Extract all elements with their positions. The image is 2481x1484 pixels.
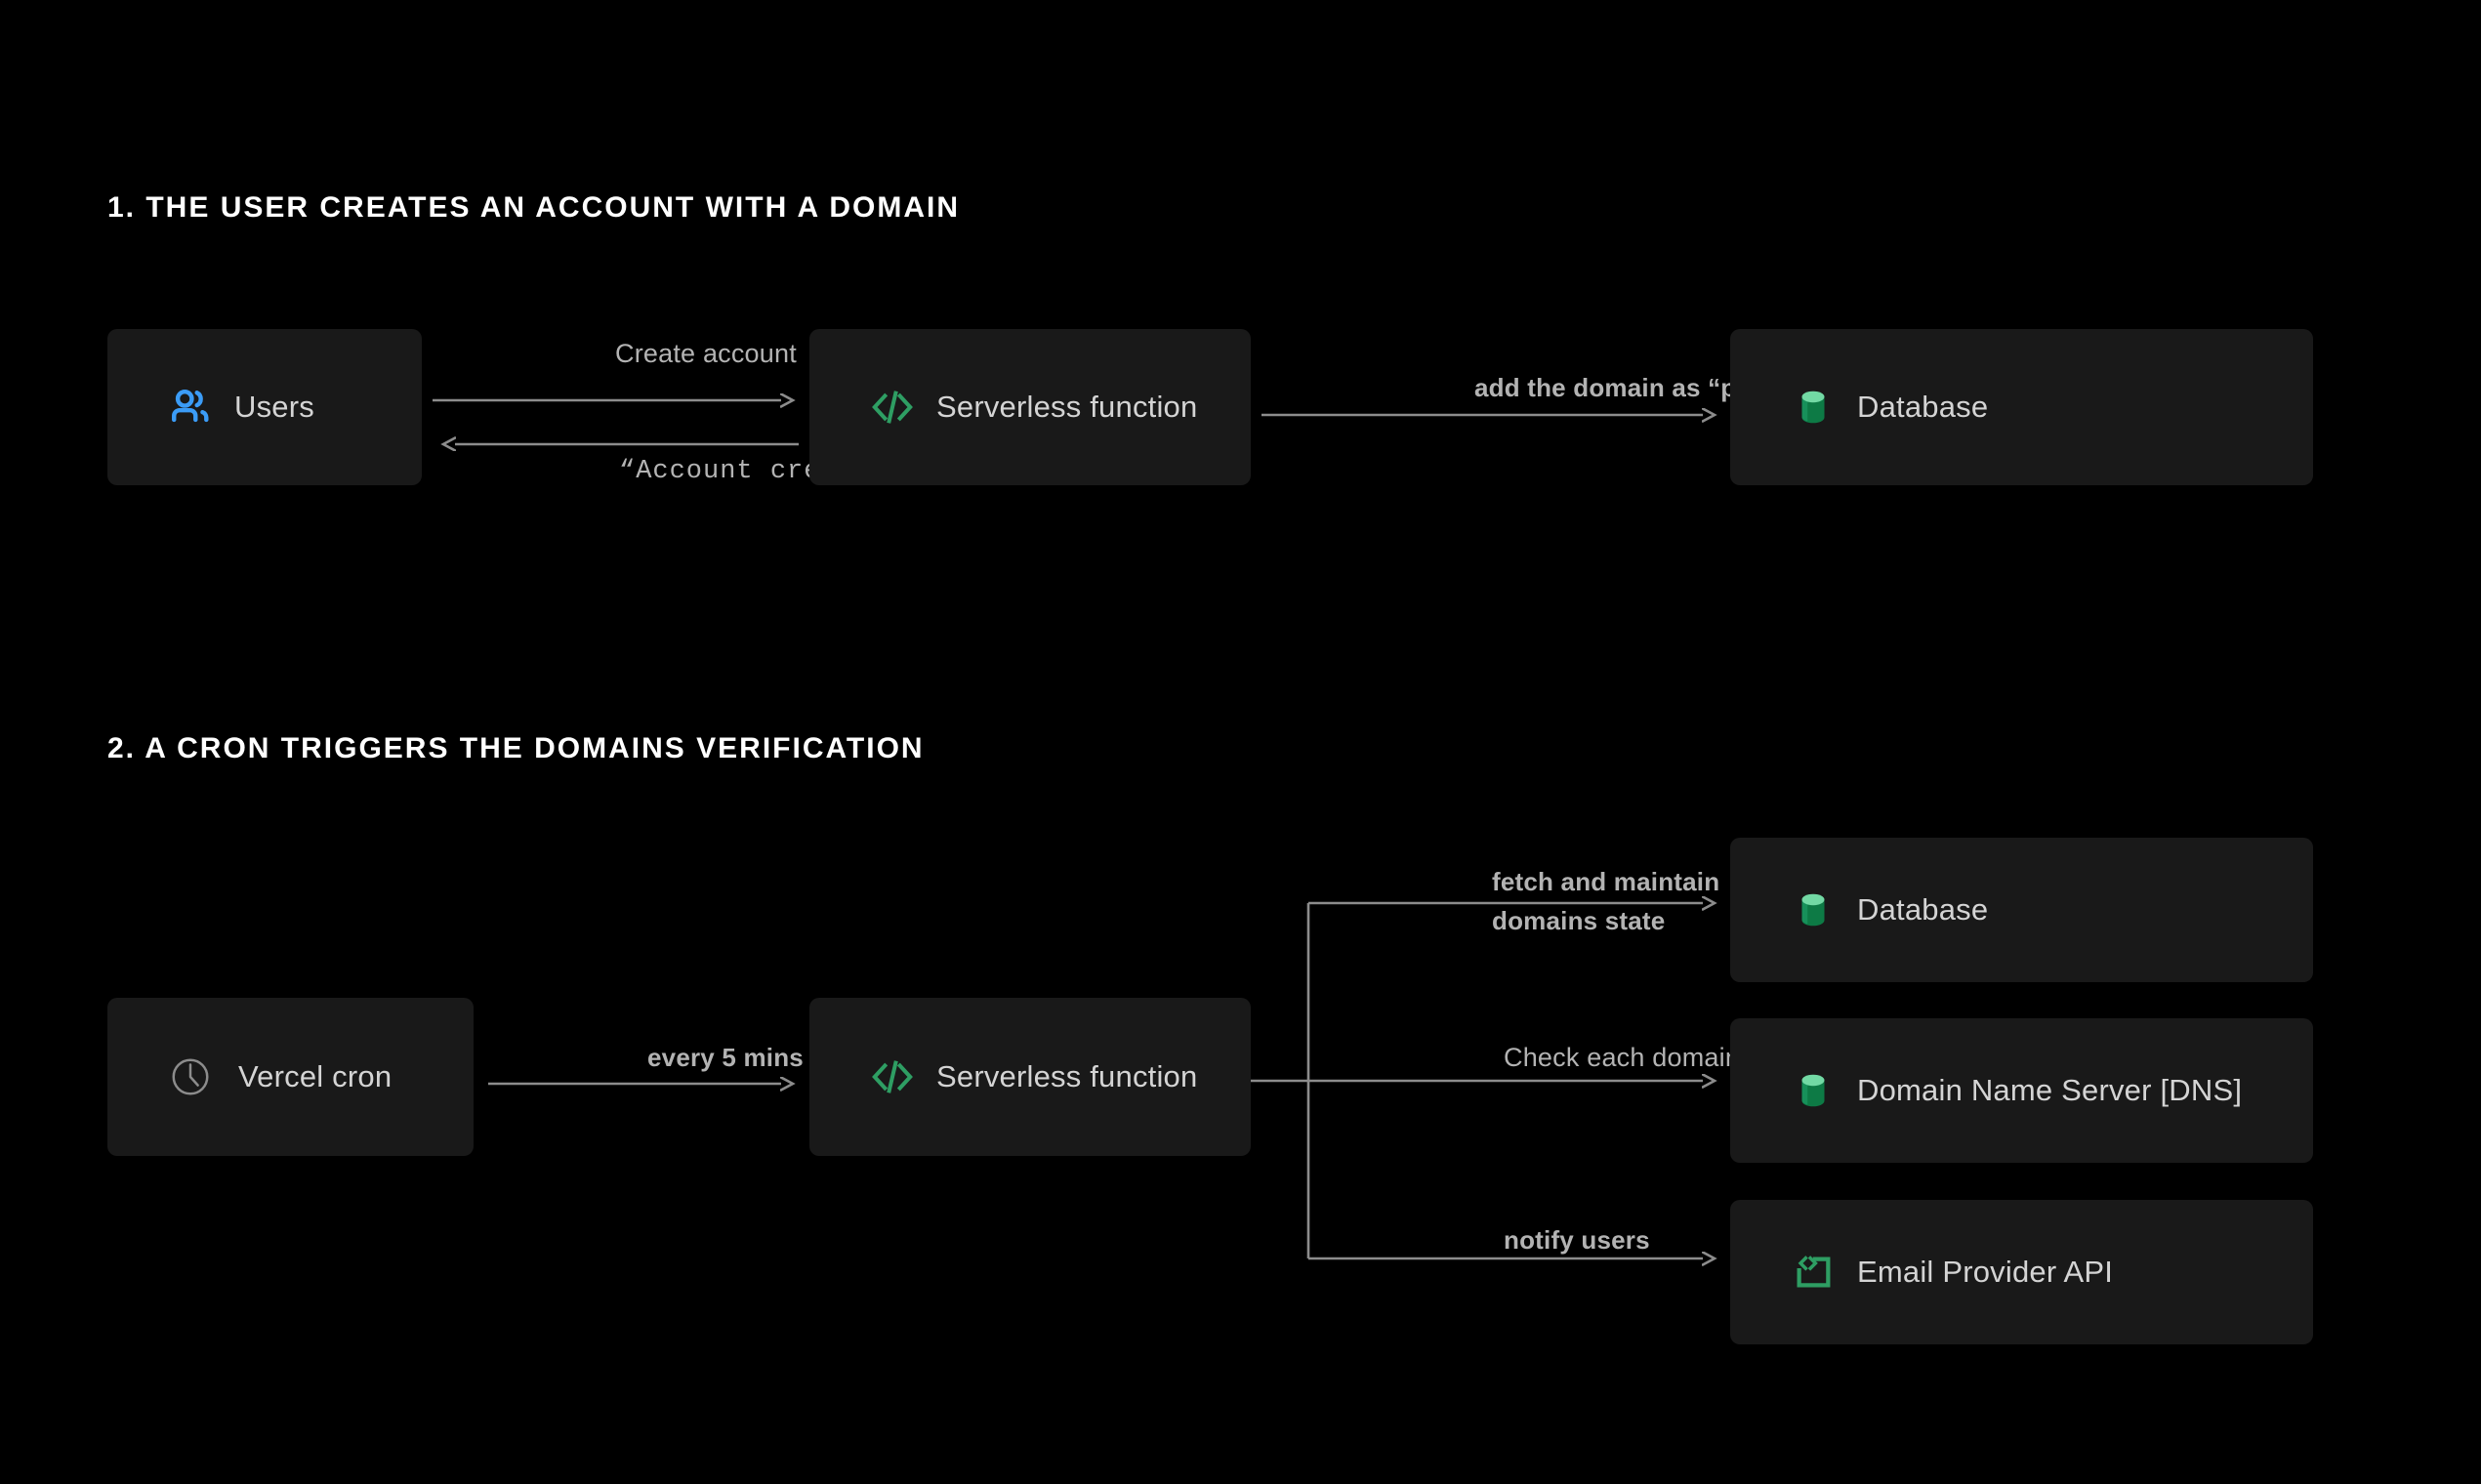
edge-label-every-5-mins: every 5 mins [647,1043,804,1072]
section-2-heading: 2. A CRON TRIGGERS THE DOMAINS VERIFICAT… [107,732,925,764]
code-brackets-icon [872,391,913,424]
users-icon [172,389,209,423]
node-label-serverless-function-2: Serverless function [936,1059,1198,1093]
database-cylinder-icon [1801,893,1825,927]
node-database-1[interactable]: Database [1730,329,2313,485]
node-serverless-function-1[interactable]: Serverless function [809,329,1251,485]
node-label-database-2: Database [1857,892,1989,927]
node-vercel-cron[interactable]: Vercel cron [107,998,474,1156]
database-cylinder-icon [1801,391,1825,424]
node-label-serverless-function-1: Serverless function [936,390,1198,424]
node-label-users: Users [234,390,314,424]
node-label-domain-name-server: Domain Name Server [DNS] [1857,1073,2243,1107]
node-label-database-1: Database [1857,390,1989,424]
api-bracket-icon [1797,1256,1831,1288]
section-1-heading: 1. THE USER CREATES AN ACCOUNT WITH A DO… [107,191,960,224]
edge-label-domains-state: domains state [1492,906,1666,935]
edge-label-fetch-and-maintain: fetch and maintain [1492,867,1720,896]
edge-label-check-each-domain: Check each domain [1504,1043,1741,1072]
database-cylinder-icon [1801,1074,1825,1107]
code-brackets-icon [872,1060,913,1093]
node-users[interactable]: Users [107,329,422,485]
node-email-provider-api[interactable]: Email Provider API [1730,1200,2313,1344]
clock-icon [172,1058,209,1095]
node-label-email-provider-api: Email Provider API [1857,1255,2114,1289]
edge-label-notify-users: notify users [1504,1225,1650,1255]
node-label-vercel-cron: Vercel cron [238,1059,393,1093]
node-database-2[interactable]: Database [1730,838,2313,982]
node-serverless-function-2[interactable]: Serverless function [809,998,1251,1156]
edge-label-create-account: Create account [615,339,797,368]
node-domain-name-server[interactable]: Domain Name Server [DNS] [1730,1018,2313,1163]
